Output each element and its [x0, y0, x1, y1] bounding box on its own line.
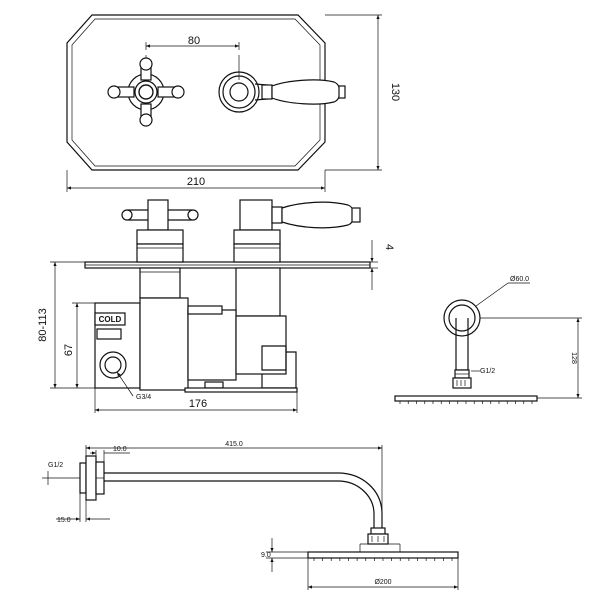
inlet-thread-label-2: G1/2 [48, 462, 63, 469]
lever-handle-front [218, 71, 346, 113]
dim-plate-thickness: 4 [383, 244, 395, 250]
dim-body-width: 176 [189, 398, 207, 410]
faceplate-inner [71, 18, 321, 167]
dim-flange-offset: 15.0 [57, 517, 71, 524]
cross-handle-side [121, 199, 199, 299]
dim-body-depth: 67 [63, 344, 75, 356]
outlet-thread-label-1: G1/2 [480, 368, 495, 375]
side-view: COLD 4 80-113 67 G3/4 176 [37, 199, 395, 413]
shower-head-side-view: Ø60.0 G1/2 128 [394, 276, 582, 404]
cross-handle-front [107, 57, 185, 127]
dim-head-thickness: 9.0 [261, 552, 271, 559]
dim-depth-range: 80-113 [37, 308, 49, 341]
shower-arm-view: 415.0 10.0 G1/2 15.0 9.0 Ø200 [42, 441, 459, 590]
dim-arm-length: 415.0 [225, 441, 243, 448]
front-view: 80 130 [66, 14, 401, 192]
lever-handle-side [233, 199, 361, 317]
dim-head-diameter: Ø200 [374, 579, 391, 586]
cartridge-label: COLD [99, 315, 122, 324]
faceplate-outline [66, 14, 326, 171]
inlet-thread-label: G3/4 [136, 394, 151, 401]
dim-plate-height: 130 [389, 83, 401, 101]
dim-drop: 128 [570, 352, 577, 364]
dim-plate-width: 210 [187, 176, 205, 188]
dim-flange-depth: 10.0 [113, 446, 127, 453]
arm-diameter-label: Ø60.0 [510, 276, 529, 283]
valve-body: COLD [94, 297, 298, 393]
dim-valve-spacing: 80 [188, 35, 200, 47]
